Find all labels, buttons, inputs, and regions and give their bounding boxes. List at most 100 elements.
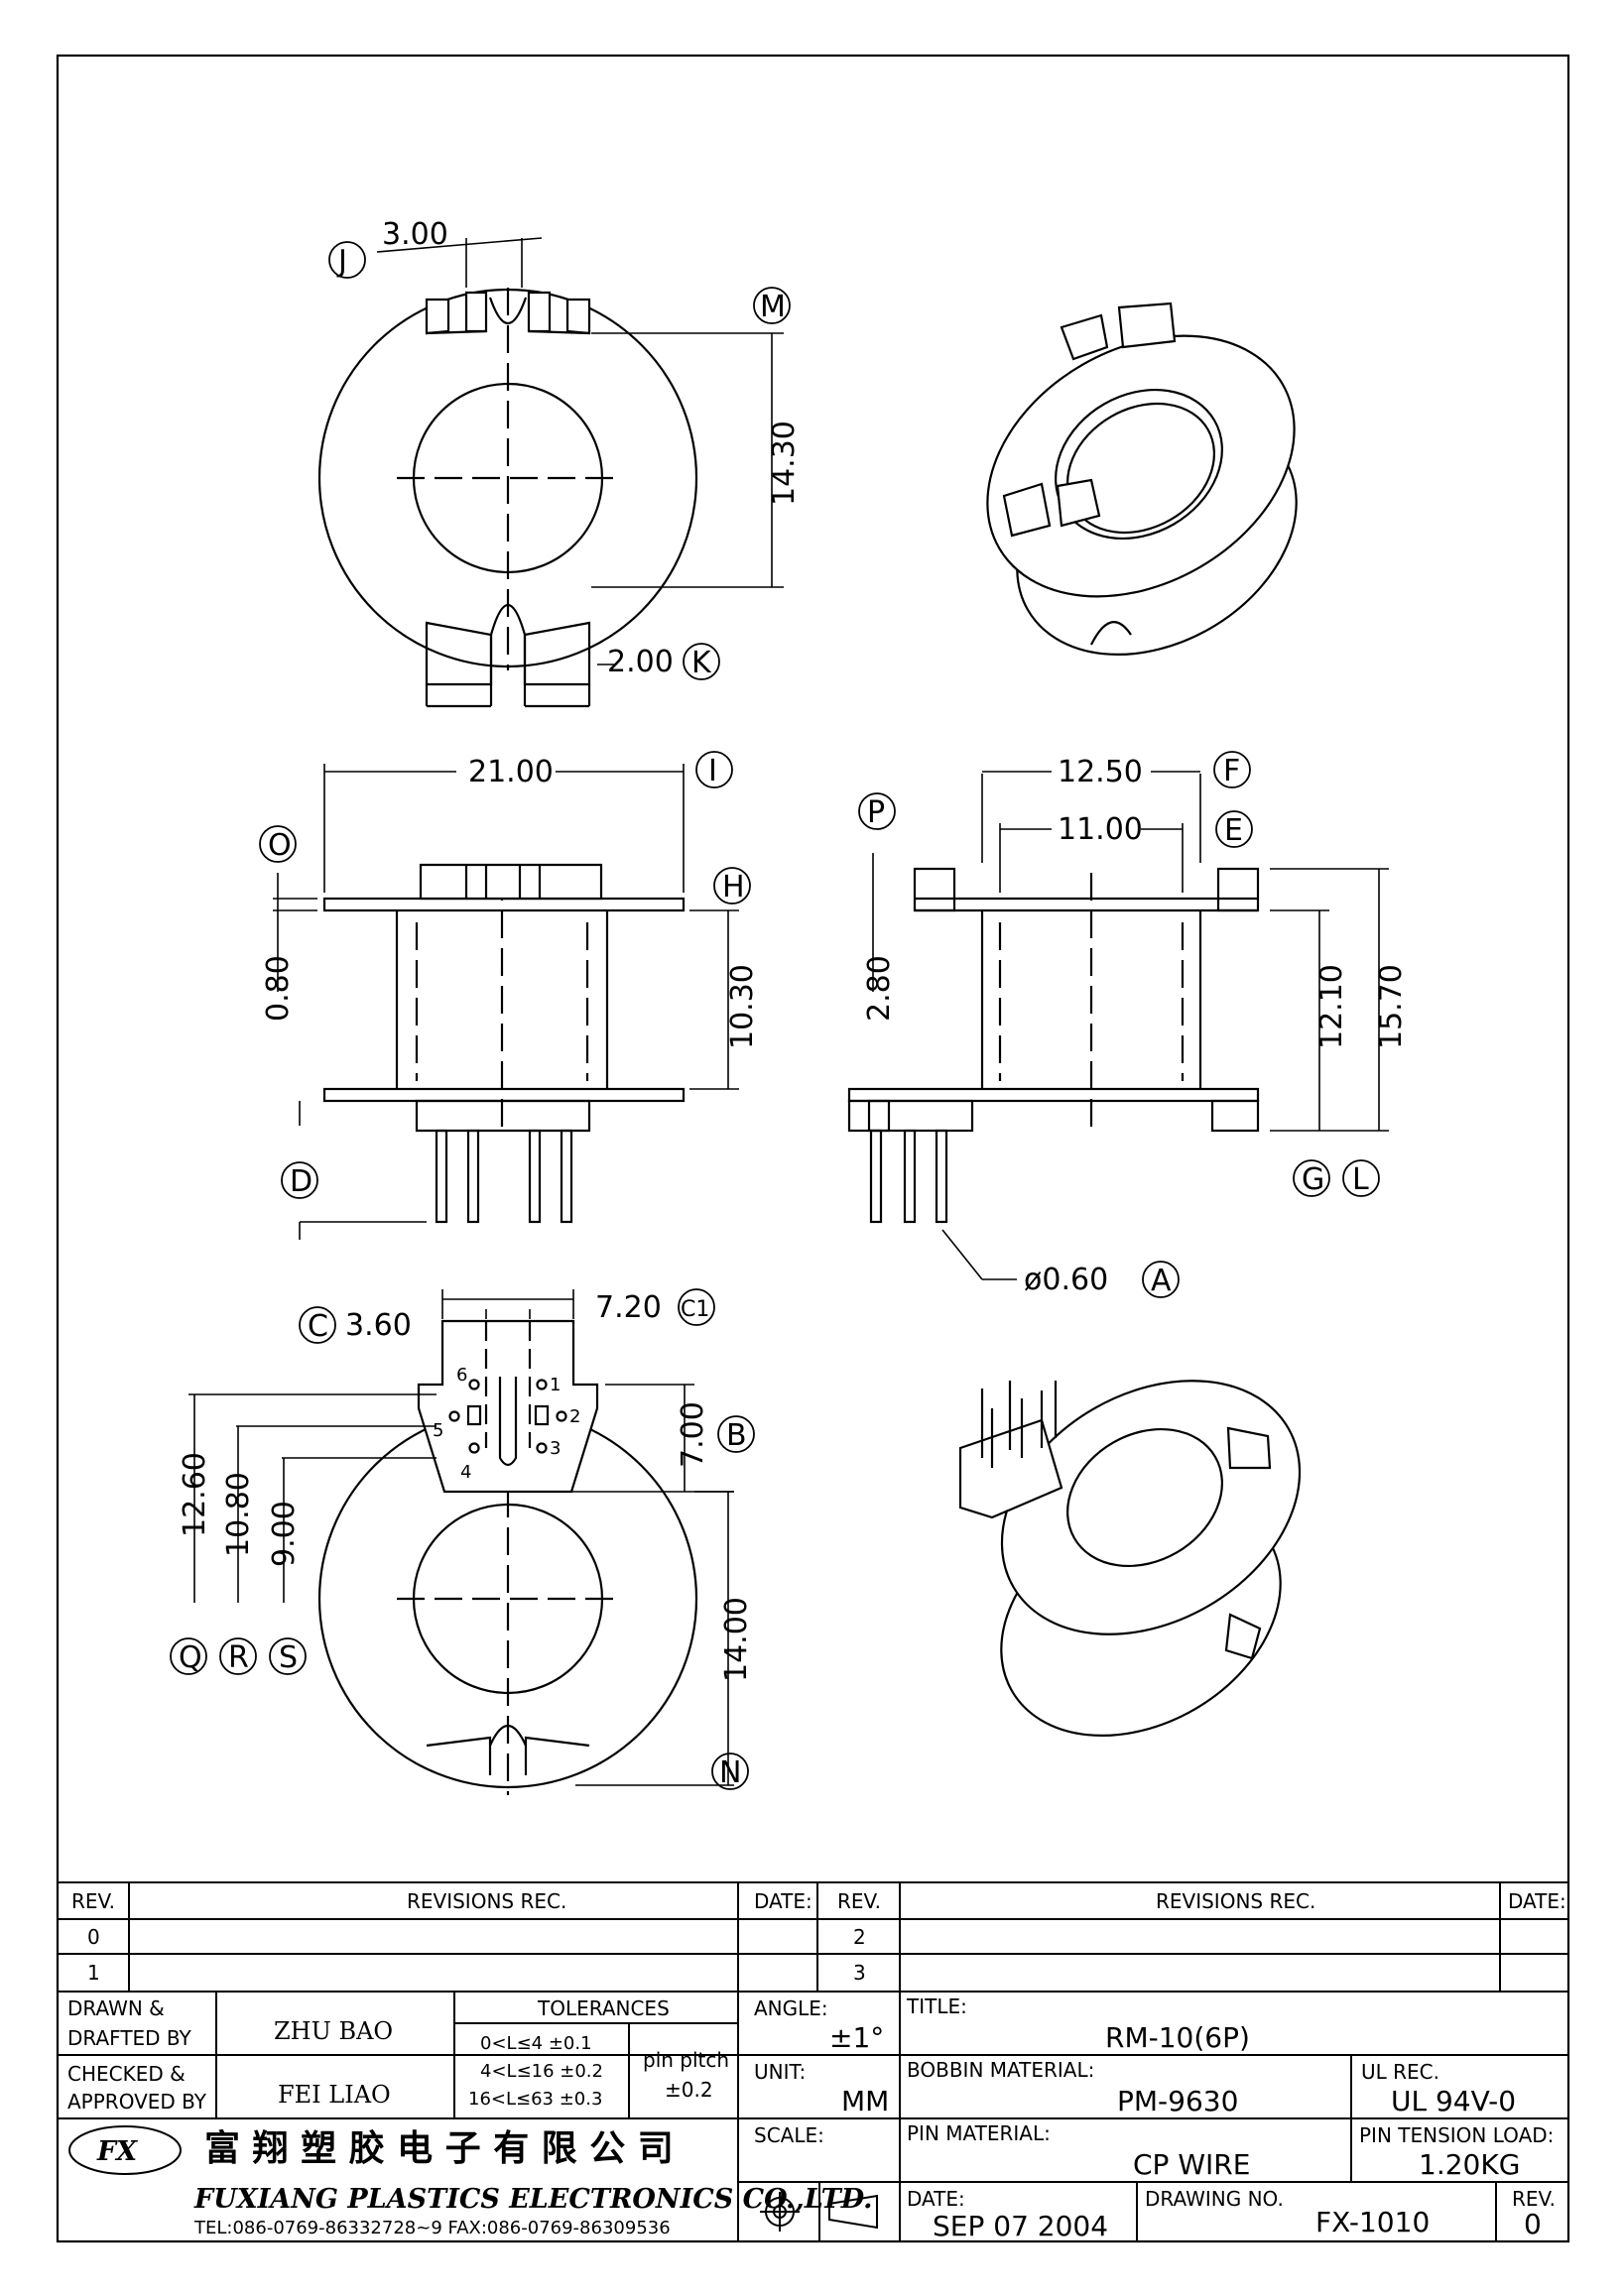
dim-12-50: 12.50 (1058, 755, 1143, 789)
angle-value: ±1° (829, 2021, 884, 2054)
callout-q: Q (179, 1640, 202, 1675)
tolerances-label: TOLERANCES (537, 1996, 670, 2020)
dim-7-00: 7.00 (676, 1401, 710, 1468)
dim-12-60: 12.60 (178, 1452, 212, 1537)
dim-2-80: 2.80 (862, 955, 897, 1022)
rev-header-right: REV. (837, 1889, 881, 1913)
ul-rec-value: UL 94V-0 (1391, 2085, 1516, 2117)
callout-e: E (1224, 813, 1243, 848)
isometric-view-bottom (958, 1380, 1302, 1737)
callout-p: P (867, 795, 885, 830)
checked-value: FEI LIAO (278, 2081, 391, 2109)
rev-row-1: 1 (87, 1961, 100, 1985)
rev-row-0: 0 (87, 1925, 100, 1949)
dim-pin-diameter: ø0.60 (1024, 1263, 1108, 1297)
rev-header-left: REV. (71, 1889, 115, 1913)
dim-14-30: 14.30 (767, 421, 802, 506)
callout-n: N (719, 1755, 741, 1790)
dim-10-30: 10.30 (725, 964, 760, 1049)
callout-i: I (708, 754, 717, 788)
callout-g: G (1302, 1162, 1324, 1197)
callout-a: A (1151, 1264, 1172, 1298)
pin-pitch-value: ±0.2 (665, 2078, 713, 2102)
callout-c1: C1 (681, 1297, 709, 1322)
bobbin-material-label: BOBBIN MATERIAL: (907, 2058, 1094, 2082)
company-contact: TEL:086-0769-86332728~9 FAX:086-0769-863… (193, 2218, 671, 2238)
drawn-value: ZHU BAO (274, 2017, 393, 2045)
front-view (259, 751, 751, 1240)
callout-l: L (1352, 1162, 1369, 1197)
dim-7-20: 7.20 (595, 1290, 662, 1325)
company-name-cn: 富 翔 塑 胶 电 子 有 限 公 司 (204, 2127, 674, 2169)
logo-text: FX (96, 2136, 138, 2167)
drawn-label: DRAWN & (67, 1996, 165, 2020)
pin-label-3: 3 (550, 1438, 561, 1459)
title-block-text: REV. REVISIONS REC. DATE: REV. REVISIONS… (67, 1889, 1566, 2242)
revisions-rec-header-left: REVISIONS REC. (407, 1889, 566, 1913)
callout-b: B (726, 1418, 747, 1453)
callout-r: R (228, 1640, 249, 1675)
unit-label: UNIT: (754, 2060, 806, 2084)
callout-k: K (691, 646, 712, 680)
top-view (317, 237, 791, 708)
ul-rec-label: UL REC. (1361, 2060, 1439, 2084)
side-view (847, 751, 1389, 1298)
pin-label-1: 1 (550, 1375, 561, 1395)
callout-f: F (1223, 754, 1240, 788)
dim-3-00: 3.00 (382, 217, 448, 252)
date-header-left: DATE: (754, 1889, 812, 1913)
title-block: FX (58, 1881, 1568, 2241)
pin-label-2: 2 (569, 1406, 580, 1427)
bottom-view (170, 1288, 755, 1795)
callout-h: H (722, 870, 745, 905)
rev-value: 0 (1524, 2208, 1542, 2240)
company-logo: FX (68, 2125, 182, 2175)
angle-label: ANGLE: (754, 1996, 828, 2020)
date-value: SEP 07 2004 (933, 2210, 1108, 2242)
pin-label-5: 5 (433, 1420, 443, 1441)
date-header-right: DATE: (1508, 1889, 1566, 1913)
approved-label: APPROVED BY (67, 2090, 207, 2114)
unit-value: MM (841, 2085, 889, 2117)
rev-label: REV. (1512, 2187, 1556, 2211)
pin-label-6: 6 (456, 1365, 467, 1386)
pin-tension-value: 1.20KG (1419, 2148, 1520, 2181)
tolerance-row-2: 4<L≤16 ±0.2 (480, 2061, 603, 2082)
pin-label-4: 4 (460, 1462, 471, 1483)
date-label: DATE: (907, 2187, 965, 2211)
callout-m: M (760, 290, 786, 324)
pin-material-value: CP WIRE (1133, 2148, 1250, 2181)
pin-pitch-label: pin pitch (643, 2048, 729, 2072)
pin-tension-label: PIN TENSION LOAD: (1359, 2123, 1554, 2147)
dim-15-70: 15.70 (1374, 964, 1409, 1049)
callout-d: D (290, 1164, 312, 1199)
dim-12-10: 12.10 (1314, 964, 1349, 1049)
dim-2-00: 2.00 (607, 645, 674, 679)
dim-11-00: 11.00 (1058, 812, 1143, 847)
dim-10-80: 10.80 (221, 1472, 256, 1557)
title-label: TITLE: (906, 1994, 967, 2018)
dim-3-60: 3.60 (345, 1308, 412, 1343)
bobbin-material-value: PM-9630 (1117, 2085, 1238, 2117)
revisions-rec-header-right: REVISIONS REC. (1156, 1889, 1315, 1913)
callout-s: S (279, 1640, 298, 1675)
dim-14-00: 14.00 (719, 1597, 754, 1682)
callout-c: C (308, 1309, 328, 1344)
company-name-en: FUXIANG PLASTICS ELECTRONICS CO.,LTD. (193, 2184, 873, 2215)
dim-21-00: 21.00 (468, 755, 554, 789)
rev-row-2: 2 (853, 1925, 866, 1949)
tolerance-row-1: 0<L≤4 ±0.1 (480, 2033, 592, 2054)
callout-o: O (268, 828, 292, 863)
callout-j: J (336, 244, 347, 279)
sheet-border (56, 54, 1570, 2243)
drawing-no-label: DRAWING NO. (1145, 2187, 1284, 2211)
pin-material-label: PIN MATERIAL: (907, 2121, 1051, 2145)
drafted-label: DRAFTED BY (67, 2026, 192, 2050)
dim-0-80: 0.80 (261, 955, 296, 1022)
tolerance-row-3: 16<L≤63 ±0.3 (468, 2089, 602, 2110)
dim-9-00: 9.00 (267, 1501, 302, 1567)
title-value: RM-10(6P) (1105, 2021, 1250, 2054)
scale-label: SCALE: (754, 2123, 824, 2147)
drawing-no-value: FX-1010 (1315, 2206, 1430, 2238)
